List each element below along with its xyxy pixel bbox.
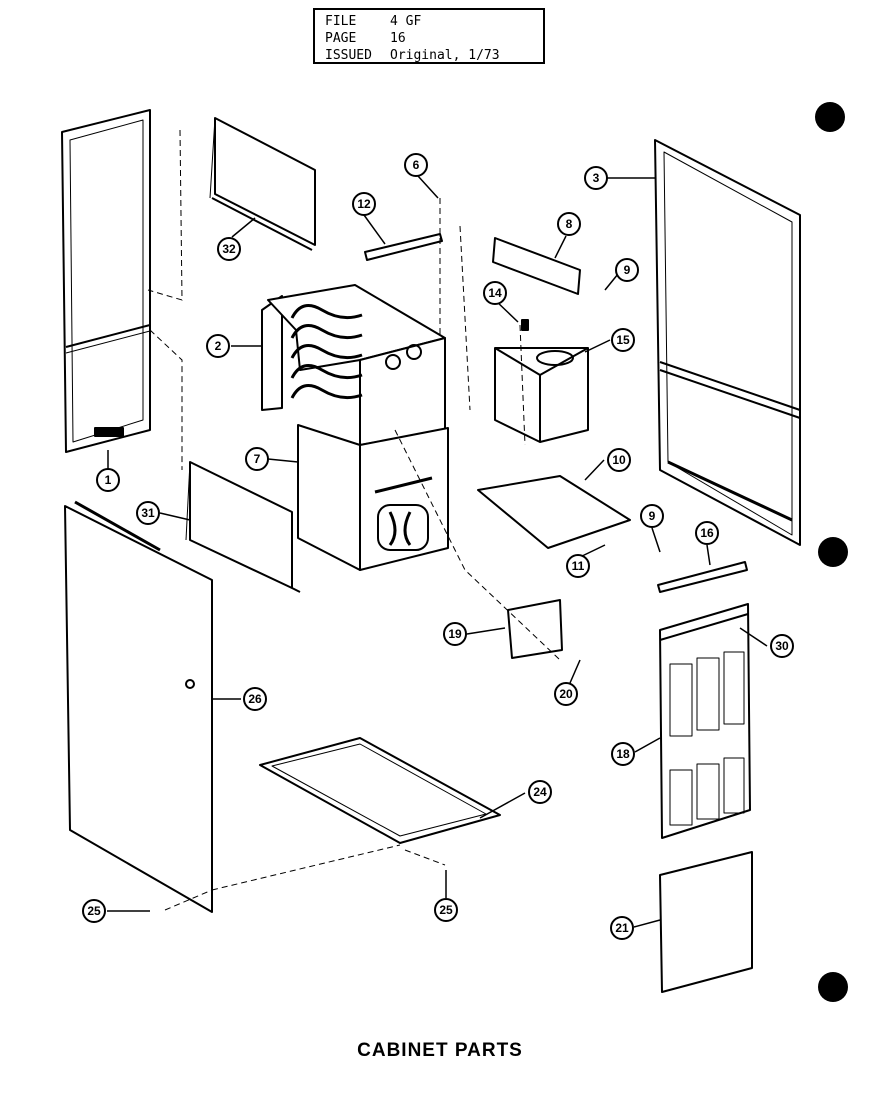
callout-label: 31 — [141, 506, 155, 520]
callout-31: 31 — [136, 501, 160, 525]
callout-label: 25 — [87, 904, 101, 918]
issued-row: ISSUED Original, 1/73 — [325, 47, 543, 64]
file-info-box: FILE 4 GF PAGE 16 ISSUED Original, 1/73 — [313, 8, 545, 64]
file-row: FILE 4 GF — [325, 13, 543, 30]
callout-1: 1 — [96, 468, 120, 492]
callout-3: 3 — [584, 166, 608, 190]
page-label: PAGE — [325, 31, 357, 46]
part-rear-bracket — [492, 237, 581, 295]
registration-dot-bottom — [818, 972, 848, 1002]
callout-26: 26 — [243, 687, 267, 711]
callout-32: 32 — [217, 237, 241, 261]
diagram-caption: CABINET PARTS — [357, 1040, 523, 1061]
issued-label: ISSUED — [325, 48, 372, 63]
part-left-side-panel — [61, 109, 151, 453]
part-lower-front-panel — [659, 851, 753, 993]
callout-label: 16 — [700, 526, 714, 540]
assembly-lines — [147, 129, 561, 911]
callout-label: 6 — [413, 158, 420, 172]
callout-label: 24 — [533, 785, 547, 799]
callout-9-top: 9 — [615, 258, 639, 282]
callout-20: 20 — [554, 682, 578, 706]
callout-label: 7 — [254, 452, 261, 466]
callout-label: 30 — [775, 639, 789, 653]
callout-label: 32 — [222, 242, 236, 256]
callout-label: 8 — [566, 217, 573, 231]
part-base-pan — [259, 737, 501, 844]
callout-leaders — [107, 175, 768, 928]
callout-label: 26 — [248, 692, 262, 706]
callout-label: 19 — [448, 627, 462, 641]
file-label: FILE — [325, 14, 357, 29]
callout-label: 12 — [357, 197, 371, 211]
callout-16: 16 — [695, 521, 719, 545]
part-shelf — [477, 475, 631, 549]
part-front-louvered-panel — [659, 603, 751, 839]
callout-label: 15 — [616, 333, 630, 347]
part-top-rear-panel — [209, 117, 316, 251]
file-value: 4 GF — [390, 14, 422, 29]
callout-label: 14 — [488, 286, 502, 300]
registration-dot-middle — [818, 537, 848, 567]
issued-value: Original, 1/73 — [390, 48, 500, 63]
callout-9-right: 9 — [640, 504, 664, 528]
part-small-bracket — [507, 599, 563, 659]
callout-25-left: 25 — [82, 899, 106, 923]
callout-8: 8 — [557, 212, 581, 236]
callout-label: 10 — [612, 453, 626, 467]
part-draft-diverter — [494, 319, 589, 443]
callouts: 1 2 3 6 7 8 9 9 10 11 12 14 15 16 18 19 … — [82, 153, 794, 940]
page-row: PAGE 16 — [325, 30, 543, 47]
part-top-bracket — [364, 233, 443, 261]
callout-14: 14 — [483, 281, 507, 305]
callout-24: 24 — [528, 780, 552, 804]
part-lower-side-panel — [64, 500, 213, 913]
registration-dot-top — [815, 102, 845, 132]
callout-25-right: 25 — [434, 898, 458, 922]
callout-18: 18 — [611, 742, 635, 766]
part-right-side-panel — [654, 139, 801, 546]
callout-7: 7 — [245, 447, 269, 471]
part-blower-housing — [297, 424, 449, 571]
callout-label: 2 — [215, 339, 222, 353]
callout-15: 15 — [611, 328, 635, 352]
callout-10: 10 — [607, 448, 631, 472]
callout-30: 30 — [770, 634, 794, 658]
callout-19: 19 — [443, 622, 467, 646]
callout-label: 18 — [616, 747, 630, 761]
callout-label: 9 — [649, 509, 656, 523]
callout-label: 21 — [615, 921, 629, 935]
part-heat-exchanger — [261, 284, 446, 446]
callout-21: 21 — [610, 916, 634, 940]
callout-2: 2 — [206, 334, 230, 358]
part-front-top-rail — [657, 561, 748, 593]
callout-11: 11 — [566, 554, 590, 578]
callout-label: 11 — [572, 559, 585, 573]
callout-label: 9 — [624, 263, 631, 277]
callout-label: 1 — [105, 473, 112, 487]
page-value: 16 — [390, 31, 406, 46]
callout-label: 20 — [559, 687, 573, 701]
callout-label: 25 — [439, 903, 453, 917]
callout-12: 12 — [352, 192, 376, 216]
callout-6: 6 — [404, 153, 428, 177]
callout-label: 3 — [593, 171, 600, 185]
part-left-filter-panel — [185, 461, 301, 593]
